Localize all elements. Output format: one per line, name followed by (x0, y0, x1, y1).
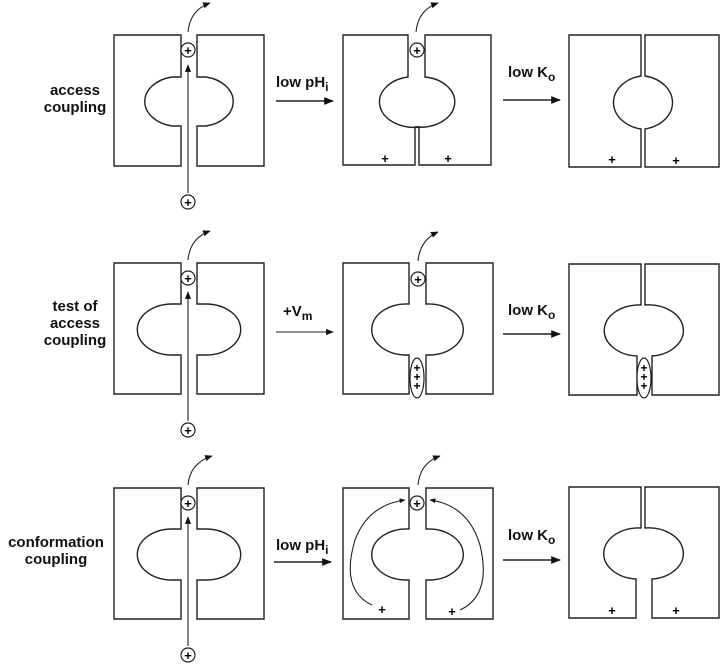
conformation-arrow-left (349, 498, 406, 606)
ion-exit-arrow (187, 230, 211, 261)
sensor-charge: + (640, 370, 647, 384)
channel-right-half (644, 486, 720, 619)
label-line: coupling (43, 99, 107, 116)
ion-pore-plus: + (184, 271, 192, 286)
ion-exit-arrow (187, 455, 213, 486)
ion-pore-plus: + (414, 272, 422, 287)
ion-in-pore (180, 42, 196, 58)
condition-low-phi-row1: low pHi (276, 74, 329, 94)
channel-open-row1: + + (113, 2, 265, 210)
condition-main: low K (508, 64, 548, 81)
label-line: access (49, 315, 101, 332)
ion-bottom-plus: + (184, 423, 192, 438)
condition-main: low pH (276, 537, 326, 554)
channel-conformation-row3: + + + (342, 455, 494, 620)
channel-left-half (113, 34, 182, 167)
condition-main: +V (283, 303, 302, 320)
ion-pore-plus: + (413, 496, 421, 511)
channel-right-half (196, 262, 265, 395)
channel-left-half (568, 486, 642, 619)
channel-left-half (342, 262, 410, 395)
ion-bottom (180, 422, 196, 438)
channel-closed-voltage-row2: + + + (568, 263, 720, 399)
ion-pore-plus: + (184, 496, 192, 511)
channel-left-half (113, 487, 182, 620)
ion-exit-arrow (187, 2, 211, 33)
label-line: coupling (43, 332, 107, 349)
sensor-charge: + (640, 361, 647, 375)
condition-subscript: o (548, 533, 556, 547)
conformation-arrow-right (429, 498, 484, 611)
channel-right-half (196, 34, 265, 167)
channel-right-half (425, 262, 494, 395)
ion-bottom (180, 647, 196, 663)
sensor-charge: + (413, 379, 420, 393)
condition-low-ko-row3: low Ko (508, 527, 555, 547)
channel-right-half (644, 263, 720, 396)
condition-plus-vm-row2: +Vm (283, 303, 312, 323)
gate-charge: + (608, 603, 616, 618)
ion-bottom-plus: + (184, 195, 192, 210)
ion-pore-plus: + (184, 43, 192, 58)
label-line: coupling (24, 551, 88, 568)
channel-voltage-gate-row2: + + + + (342, 231, 494, 399)
condition-subscript: m (301, 309, 313, 323)
sensor-charge: + (413, 370, 420, 384)
ion-in-pore (410, 271, 426, 287)
channel-right-half (425, 487, 494, 620)
gate-charge: + (444, 151, 452, 166)
gate-charge: + (448, 604, 456, 619)
sensor-charge: + (413, 361, 420, 375)
channel-upper-closed-row3: + + (568, 486, 720, 619)
ion-exit-arrow (415, 2, 439, 33)
channel-left-half (342, 34, 421, 166)
sensor-charge: + (640, 379, 647, 393)
condition-subscript: o (548, 70, 556, 84)
condition-main: low K (508, 302, 548, 319)
label-line: conformation (8, 534, 104, 551)
channel-left-half (113, 262, 182, 395)
channel-right-half (644, 34, 720, 168)
ion-exit-arrow (417, 231, 439, 262)
condition-subscript: i (325, 543, 329, 557)
channel-open-row2: + + (113, 230, 265, 438)
ion-exit-arrow (417, 455, 441, 486)
channel-closed-row1: + + (568, 34, 720, 168)
row-label-access-coupling: access coupling (20, 82, 130, 116)
ion-bottom (180, 194, 196, 210)
ion-pore-plus: + (413, 43, 421, 58)
row-label-conformation-coupling: conformation coupling (0, 534, 112, 568)
gate-charge: + (672, 153, 680, 168)
ion-in-pore (409, 42, 425, 58)
label-line: access (49, 82, 101, 99)
condition-low-phi-row3: low pHi (276, 537, 329, 557)
voltage-sensor-charges (409, 357, 425, 399)
ion-in-pore (409, 495, 425, 511)
condition-main: low K (508, 527, 548, 544)
condition-subscript: i (325, 80, 329, 94)
row-label-test-of-access-coupling: test of access coupling (20, 298, 130, 349)
voltage-sensor-charges (636, 357, 652, 399)
ion-in-pore (180, 270, 196, 286)
channel-left-half (342, 487, 410, 620)
ion-bottom-plus: + (184, 648, 192, 663)
label-line: test of (52, 298, 98, 315)
gate-charge: + (672, 603, 680, 618)
channel-open-row3: + + (113, 455, 265, 663)
ion-in-pore (180, 495, 196, 511)
gate-charge: + (381, 151, 389, 166)
channel-left-half (568, 34, 642, 168)
channel-right-half (415, 34, 492, 166)
gate-charge: + (378, 602, 386, 617)
channel-left-half (568, 263, 642, 396)
channel-right-half (196, 487, 265, 620)
condition-subscript: o (548, 308, 556, 322)
condition-low-ko-row1: low Ko (508, 64, 555, 84)
condition-low-ko-row2: low Ko (508, 302, 555, 322)
condition-main: low pH (276, 74, 326, 91)
gate-charge: + (608, 152, 616, 167)
channel-lower-gate-closed-row1: + + + (342, 2, 492, 166)
